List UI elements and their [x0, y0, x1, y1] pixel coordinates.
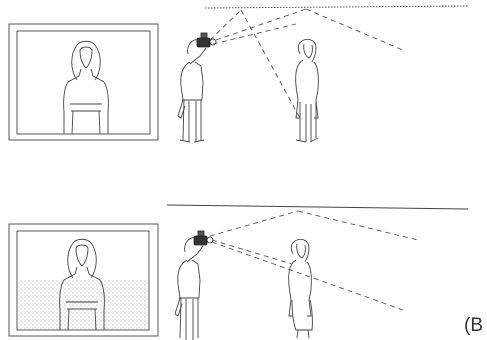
photo-subject-top [64, 41, 109, 134]
framed-photo-top [9, 24, 158, 140]
subject-figure-bottom [289, 239, 313, 338]
photographer-figure-top [178, 40, 206, 142]
ceiling-line-top [205, 6, 468, 8]
photographer-figure-bottom [175, 238, 203, 340]
panel-caption: (B [464, 315, 483, 336]
panel-bottom: (B [9, 205, 483, 340]
ceiling-line-bottom [167, 205, 468, 209]
subject-figure-top [296, 39, 319, 142]
panel-top [9, 6, 468, 142]
camera-icon-top [197, 33, 216, 47]
photo-shadow-stipple [18, 280, 148, 329]
flash-rays-bottom [210, 211, 418, 310]
camera-icon-bottom [194, 231, 213, 245]
framed-photo-bottom [9, 224, 158, 336]
flash-rays-top [210, 9, 405, 118]
